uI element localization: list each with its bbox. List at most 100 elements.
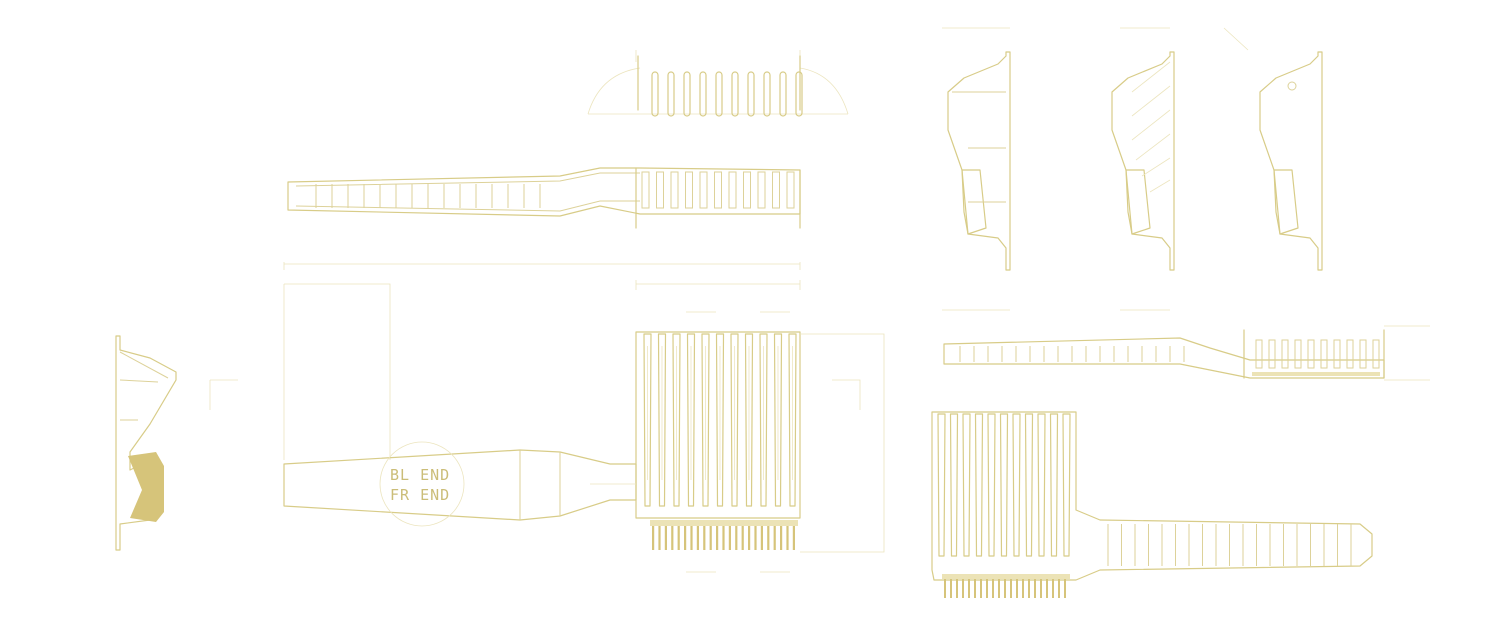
- tooth: [1359, 339, 1367, 369]
- tooth: [1307, 339, 1315, 369]
- bristle: [1010, 576, 1012, 598]
- comb-head-end-view: [587, 50, 849, 117]
- tooth: [1320, 339, 1328, 369]
- tooth: [795, 71, 803, 117]
- tooth: [672, 333, 681, 507]
- tooth: [1062, 413, 1071, 557]
- tooth: [747, 71, 755, 117]
- tooth: [714, 171, 722, 209]
- bristle: [754, 522, 757, 550]
- tooth: [999, 413, 1009, 557]
- bristle: [974, 576, 976, 598]
- tooth: [1372, 339, 1380, 369]
- tooth: [1333, 339, 1341, 369]
- tooth: [1346, 339, 1354, 369]
- tooth: [779, 71, 787, 117]
- bristle: [968, 576, 970, 598]
- bristle: [748, 522, 751, 550]
- bristle: [1016, 576, 1018, 598]
- comb-top-view: BL END FR END: [283, 262, 885, 573]
- tooth: [643, 333, 652, 507]
- bristle: [671, 522, 674, 550]
- tooth: [937, 413, 946, 557]
- bristle: [703, 522, 706, 550]
- logo-line2: FR END: [390, 486, 450, 504]
- bristle: [786, 522, 789, 550]
- tooth: [1049, 413, 1059, 557]
- bristle: [992, 576, 994, 598]
- bristle: [1034, 576, 1036, 598]
- bristle: [1022, 576, 1024, 598]
- tooth: [786, 171, 795, 209]
- bristle: [962, 576, 964, 598]
- tooth: [728, 171, 737, 209]
- tooth: [763, 71, 771, 117]
- bristle: [722, 522, 725, 550]
- bristle: [716, 522, 719, 550]
- bristle: [684, 522, 687, 550]
- bristle: [1058, 576, 1060, 598]
- tooth: [772, 171, 780, 209]
- bristle: [767, 522, 770, 550]
- tooth: [656, 171, 664, 209]
- tooth: [699, 171, 708, 209]
- tooth: [670, 171, 679, 209]
- tooth: [683, 71, 691, 117]
- bristle: [1052, 576, 1054, 598]
- tooth: [744, 333, 754, 507]
- bristle-base: [650, 520, 798, 526]
- tooth: [757, 171, 766, 209]
- tooth: [715, 71, 723, 117]
- comb-left-side-view: [115, 335, 238, 551]
- bristle: [780, 522, 783, 550]
- bristle: [773, 522, 776, 550]
- bristle: [658, 522, 661, 550]
- tooth: [1012, 413, 1021, 557]
- bristle: [950, 576, 952, 598]
- tooth: [685, 171, 693, 209]
- tooth: [743, 171, 751, 209]
- bristle: [741, 522, 744, 550]
- tooth: [651, 71, 659, 117]
- comb-right-side-profile: [942, 309, 1430, 381]
- tooth: [1255, 339, 1263, 369]
- bristle: [792, 522, 795, 550]
- bristle: [1046, 576, 1048, 598]
- comb-side-profile-view: [287, 167, 801, 229]
- tooth: [667, 71, 675, 117]
- tooth: [731, 71, 739, 117]
- bristle: [944, 576, 946, 598]
- tooth: [657, 333, 667, 507]
- bristle: [956, 576, 958, 598]
- tooth: [1281, 339, 1289, 369]
- tooth: [974, 413, 984, 557]
- bristle: [709, 522, 712, 550]
- tooth: [730, 333, 739, 507]
- bristle: [980, 576, 982, 598]
- tooth: [699, 71, 707, 117]
- tooth: [987, 413, 996, 557]
- tooth: [1024, 413, 1034, 557]
- bristle: [1064, 576, 1066, 598]
- bristle: [652, 522, 655, 550]
- bristle: [986, 576, 988, 598]
- bristle: [1028, 576, 1030, 598]
- bristle: [735, 522, 738, 550]
- bristle: [696, 522, 699, 550]
- tooth: [1037, 413, 1046, 557]
- tooth: [686, 333, 696, 507]
- tooth: [759, 333, 768, 507]
- bristle: [760, 522, 763, 550]
- logo-line1: BL END: [390, 466, 450, 484]
- tooth: [962, 413, 971, 557]
- tooth: [773, 333, 783, 507]
- tooth: [701, 333, 710, 507]
- bristle: [677, 522, 680, 550]
- bristle-base: [942, 574, 1070, 579]
- comb-bottom-right-view: [931, 411, 1373, 598]
- tooth: [1294, 339, 1302, 369]
- bristle: [728, 522, 731, 550]
- bristle: [690, 522, 693, 550]
- tooth: [788, 333, 797, 507]
